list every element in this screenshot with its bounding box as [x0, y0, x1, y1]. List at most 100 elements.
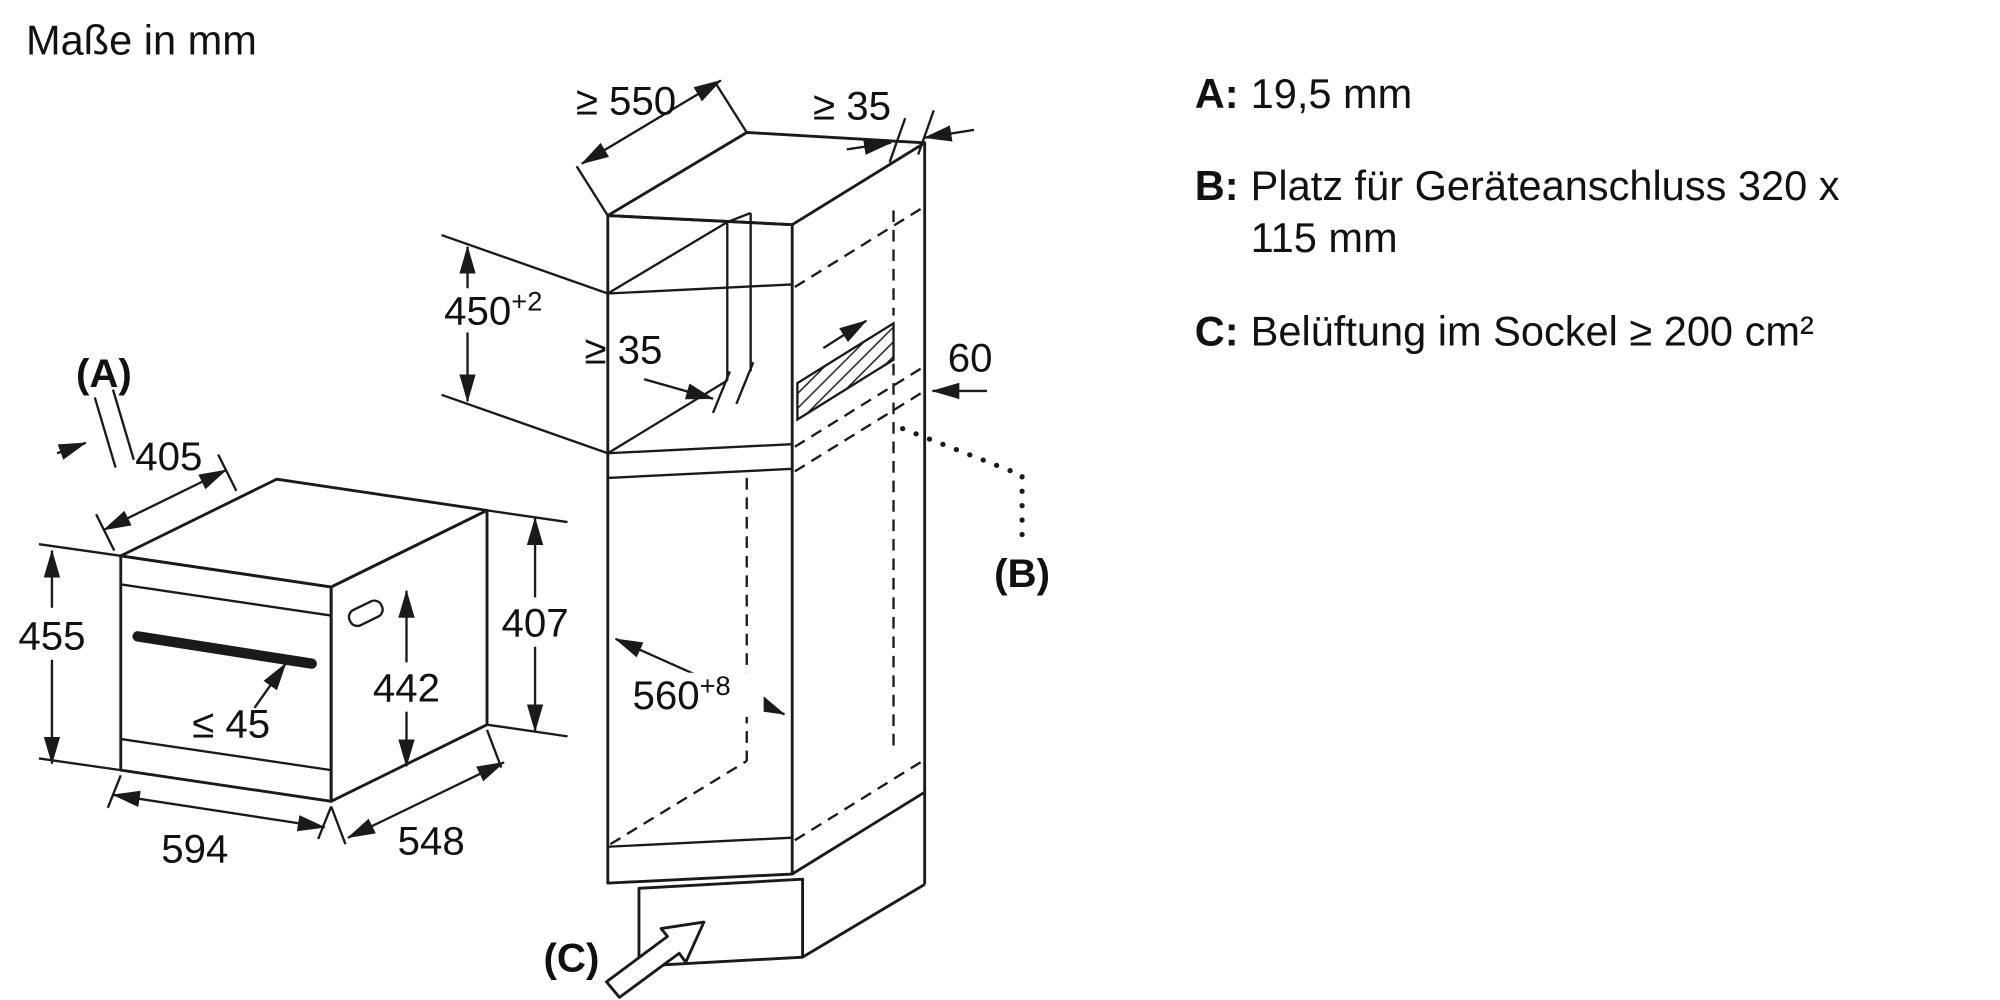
dim-label-back-gap: ≥ 35 [584, 328, 662, 373]
ref-c-label: (C) [543, 935, 599, 980]
page-title: Maße in mm [26, 17, 257, 64]
dim-label-594: 594 [161, 826, 228, 871]
tick [888, 117, 907, 163]
dim-label-top-gap: ≥ 35 [813, 83, 891, 128]
vent-gap-top [726, 211, 752, 224]
dim-depth-548: 548 [330, 729, 505, 864]
cabinet-drawing: ≥ 550 ≥ 35 450+2 ≥ 35 60 [438, 78, 1050, 999]
legend-value-b-line1: Platz für Geräteanschluss 320 x [1251, 162, 1840, 209]
dim-label-60: 60 [948, 335, 993, 380]
cabinet-front-face [606, 214, 794, 885]
dim-niche-width-560: 560+8 [614, 637, 786, 718]
connection-space-hatch [796, 321, 895, 422]
ext-line [486, 723, 568, 738]
tick [93, 397, 117, 468]
ref-b-label: (B) [994, 551, 1050, 596]
ext-line [441, 393, 609, 455]
dim-label-455: 455 [18, 613, 85, 658]
ext-line [38, 542, 121, 558]
tick [111, 389, 135, 461]
oven-drawing: (A) 405 455 442 407 [18, 351, 571, 871]
cabinet-side-bottom-edge [791, 790, 926, 876]
oven-side-face [329, 508, 489, 803]
dim-line [111, 790, 326, 832]
dim-line [346, 761, 505, 839]
dim-width-594: 594 [106, 774, 333, 871]
ref-a-label: (A) [76, 351, 132, 396]
dim-label-442: 442 [373, 665, 440, 710]
oven-handle [132, 631, 317, 669]
legend-key-b: B: [1195, 162, 1239, 209]
leader-dotted [900, 425, 1025, 543]
hidden-edge [609, 760, 748, 846]
dim-tolerance: +2 [511, 285, 542, 316]
legend-key-a: A: [1195, 70, 1239, 117]
ext-line [106, 774, 122, 809]
shelf-top-line [607, 442, 793, 455]
leader-arrow [643, 378, 715, 400]
dim-side-height-407: 407 [486, 509, 571, 738]
niche-floor-line [607, 379, 728, 455]
dim-label-handle: ≤ 45 [192, 702, 270, 747]
legend-value-b-line2: 115 mm [1251, 214, 1398, 261]
leader-arrow [56, 441, 87, 460]
top-panel-line [607, 283, 793, 295]
arrow [846, 138, 893, 155]
ext-line [485, 729, 503, 768]
ext-line [575, 165, 609, 217]
label-bg [625, 672, 764, 717]
dim-back-gap-35: ≥ 35 [584, 328, 755, 414]
dim-niche-height-450: 450+2 [438, 233, 609, 455]
dim-value: 560 [632, 673, 699, 718]
tick [217, 454, 238, 492]
dim-line [102, 469, 228, 531]
hidden-edge [794, 758, 926, 842]
dim-inner-height-442: 442 [371, 589, 442, 768]
dim-top-depth-550: ≥ 550 [575, 78, 748, 217]
label-bg [500, 597, 571, 647]
ext-line [317, 806, 333, 840]
dim-label-548: 548 [398, 819, 465, 864]
dim-line [580, 79, 722, 165]
label-bg [438, 288, 554, 333]
ext-line [330, 806, 347, 845]
dim-handle-45: ≤ 45 [192, 662, 287, 747]
dim-label-560: 560+8 [632, 670, 730, 718]
cabinet-top-face [606, 131, 927, 227]
shelf-bottom-line [607, 467, 793, 480]
dim-ref-a: (A) [56, 351, 135, 468]
bottom-panel-line [607, 836, 793, 848]
ext-line [486, 509, 568, 524]
hidden-edge [794, 365, 926, 448]
label-bg [371, 662, 442, 712]
arrow [923, 125, 975, 142]
dim-label-550: ≥ 550 [576, 78, 676, 123]
label-bg [18, 607, 86, 660]
tick [735, 361, 755, 405]
legend-key-c: C: [1195, 307, 1239, 354]
tick [95, 513, 116, 552]
arrow [822, 319, 868, 350]
oven-control-panel-line [120, 583, 332, 617]
legend-value-c: Belüftung im Sockel ≥ 200 cm² [1251, 307, 1814, 354]
vent-arrow [605, 920, 706, 999]
ext-line [441, 233, 609, 295]
plinth-side-edge [801, 883, 926, 959]
dim-value: 450 [444, 289, 511, 334]
hidden-edge [794, 389, 926, 473]
dim-tolerance: +8 [700, 670, 731, 701]
dim-label-450: 450+2 [444, 285, 542, 333]
niche-ceiling-line [607, 221, 728, 295]
dim-back-offset-60: 60 [822, 319, 993, 400]
ref-b: (B) [900, 425, 1050, 596]
dim-height-455: 455 [18, 542, 121, 772]
oven-side-grip [347, 599, 384, 628]
legend-value-a: 19,5 mm [1251, 70, 1413, 117]
dim-top-gap-35: ≥ 35 [813, 83, 975, 163]
dim-label-405: 405 [135, 434, 202, 479]
legend: A: 19,5 mm B: Platz für Geräteanschluss … [1195, 70, 1840, 355]
tick [711, 370, 731, 414]
ref-c: (C) [543, 920, 706, 999]
